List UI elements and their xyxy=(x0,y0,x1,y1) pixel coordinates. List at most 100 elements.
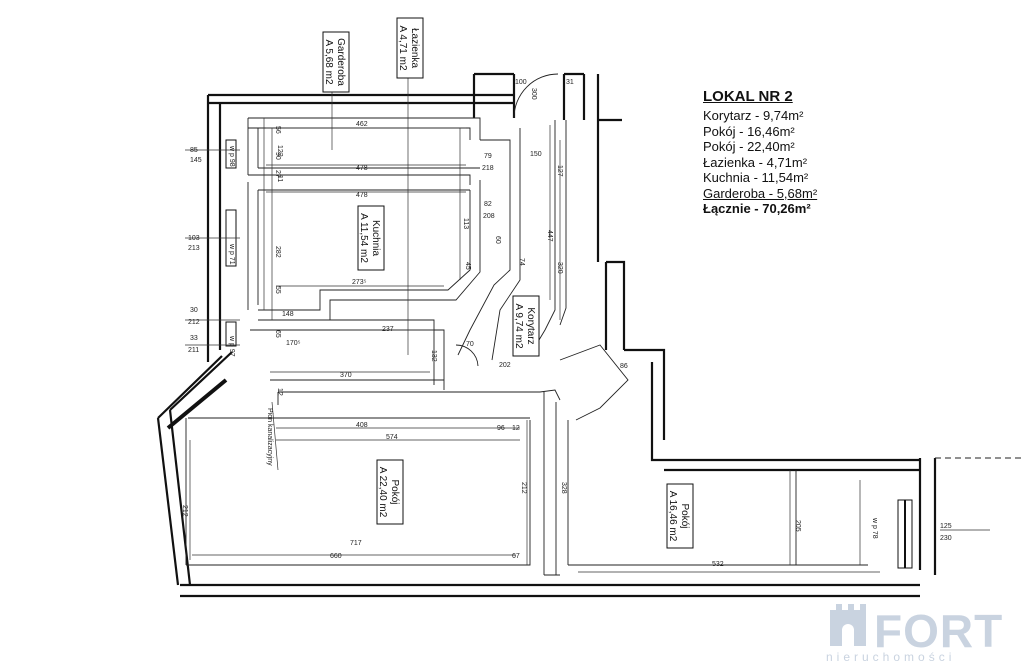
dim-label: 132 xyxy=(430,350,437,362)
dim-label: 60 xyxy=(494,236,501,244)
dim-label: 150 xyxy=(530,151,542,158)
wall-bottom-left xyxy=(156,409,192,586)
dim-label: 145 xyxy=(190,157,202,164)
room-korytarz-area: A 9,74 m2 xyxy=(513,303,524,348)
room-korytarz: Korytarz A 9,74 m2 xyxy=(512,295,540,357)
tower-icon xyxy=(830,604,866,646)
dim-label: 478 xyxy=(356,192,368,199)
window-pokoj-1 xyxy=(166,378,228,430)
room-lazienka: Łazienka A 4,71 m2 xyxy=(396,17,424,79)
legend-row-garderoba: Garderoba - 5,68m² xyxy=(703,185,818,201)
room-kuchnia-area: A 11,54 m2 xyxy=(358,213,369,263)
dim-label: 90 xyxy=(274,152,281,160)
dim-label: 574 xyxy=(386,434,398,441)
wall-left-upper xyxy=(206,95,222,362)
wall-room-top xyxy=(650,362,920,462)
dim-label: 205 xyxy=(794,520,801,532)
wall-column xyxy=(562,72,586,120)
dim-label: 170⁵ xyxy=(286,340,301,347)
room-korytarz-name: Korytarz xyxy=(525,307,536,344)
dim-label: 100 xyxy=(515,79,527,86)
dim-label: 202 xyxy=(499,362,511,369)
dim-label: 230 xyxy=(940,535,952,542)
room-pokoj-big-name: Pokój xyxy=(389,479,400,504)
room-pokoj-big-area: A 22,40 m2 xyxy=(377,467,388,518)
dim-label: 55 xyxy=(274,286,281,294)
room-pokoj-small-area: A 16,46 m2 xyxy=(667,491,678,542)
wall-room-divider-2 xyxy=(544,402,560,576)
wp-note-4: w p 78 xyxy=(871,517,878,539)
door-entry-arc xyxy=(513,73,559,119)
dim-label: 211 xyxy=(188,347,199,354)
lazienka-walls xyxy=(250,319,445,390)
dim-label: 31 xyxy=(566,79,574,86)
dim-label: 12 xyxy=(276,388,283,396)
dim-label: 328 xyxy=(560,482,567,494)
dim-label: 30 xyxy=(190,307,198,314)
pokoj-big-walls xyxy=(185,417,531,566)
room-pokoj-big: Pokój A 22,40 m2 xyxy=(376,459,404,525)
wall-top xyxy=(208,93,514,105)
legend-row-kuchnia: Kuchnia - 11,54m² xyxy=(703,170,809,185)
doors xyxy=(455,73,559,367)
kuchnia-shape xyxy=(258,180,481,320)
dim-label: 11 xyxy=(276,175,283,182)
legend-row-lazienka: Łazienka - 4,71m² xyxy=(703,154,808,170)
room-pokoj-small-name: Pokój xyxy=(679,503,690,528)
room-garderoba-area: A 5,68 m2 xyxy=(323,39,334,84)
wall-diagonal xyxy=(157,351,233,419)
legend-row-korytarz: Korytarz - 9,74m² xyxy=(703,108,804,123)
dim-label: 237 xyxy=(382,326,394,333)
dim-label: 67 xyxy=(512,553,520,560)
outer-walls xyxy=(156,72,1024,598)
wall-far-right xyxy=(918,458,937,575)
brand-logo: FORT nieruchomości xyxy=(826,598,1016,664)
kuchnia-walls xyxy=(247,182,470,310)
dim-label: 447 xyxy=(546,230,553,242)
door-lazienka-arc xyxy=(455,344,479,367)
dim-label: 408 xyxy=(356,422,368,429)
wall-east xyxy=(596,120,626,350)
lazienka-bottom xyxy=(270,379,460,405)
dim-label: 212 xyxy=(520,482,527,494)
dim-label: 27 xyxy=(274,170,281,178)
window-garderoba xyxy=(225,139,237,169)
room-lazienka-name: Łazienka xyxy=(409,28,420,68)
dim-label: 65 xyxy=(274,330,281,338)
dim-label: 86 xyxy=(620,363,628,370)
dim-label: 148 xyxy=(282,311,294,318)
room-garderoba: Garderoba A 5,68 m2 xyxy=(322,31,350,93)
window-lazienka xyxy=(225,321,237,347)
legend-title: LOKAL NR 2 xyxy=(703,88,793,105)
brand-tagline: nieruchomości xyxy=(826,650,956,664)
dim-label: 282 xyxy=(274,246,281,258)
wall-east-step xyxy=(624,348,666,440)
dim-label: 122 xyxy=(276,145,283,157)
room-kuchnia-name: Kuchnia xyxy=(370,220,381,257)
dim-label: 462 xyxy=(356,121,368,128)
wp-note-3: w p 97 xyxy=(228,335,235,357)
legend-row-pokoj-2: Pokój - 22,40m² xyxy=(703,139,795,154)
wall-east-stub xyxy=(596,74,622,122)
dim-label: 12 xyxy=(512,425,520,432)
dim-label: 79 xyxy=(484,153,492,160)
dimension-lines xyxy=(185,20,990,573)
legend-row-pokoj-1: Pokój - 16,46m² xyxy=(703,123,795,139)
dim-label: 532 xyxy=(712,561,724,568)
dim-label: 113 xyxy=(462,218,469,229)
wp-note-2: w p 71 xyxy=(228,243,235,265)
dim-label: 74 xyxy=(518,258,525,266)
dim-label: 300 xyxy=(530,88,537,100)
wall-garderoba-bottom xyxy=(247,118,480,185)
dim-label: 212 xyxy=(181,505,188,517)
dim-label: 85 xyxy=(190,147,198,154)
room-pokoj-small: Pokój A 16,46 m2 xyxy=(666,483,694,549)
dim-label: 478 xyxy=(356,165,368,172)
dim-label: 96 xyxy=(497,425,505,432)
dim-label: 273⁵ xyxy=(352,279,367,286)
room-kuchnia: Kuchnia A 11,54 m2 xyxy=(357,205,385,271)
pion-leader xyxy=(271,401,279,471)
pion-note: Pion kanalizacyjny xyxy=(266,408,273,466)
wall-hall-angled xyxy=(559,344,629,421)
